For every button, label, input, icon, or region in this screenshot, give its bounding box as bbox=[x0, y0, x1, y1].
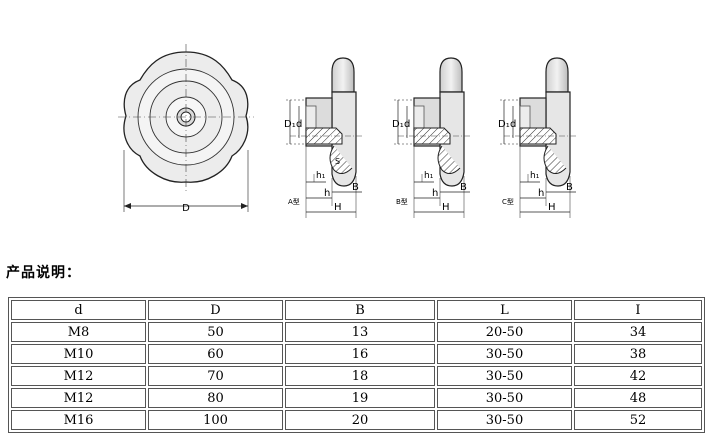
label-h: h bbox=[432, 188, 438, 199]
label-h: h bbox=[324, 188, 330, 199]
table-header-row: d D B L I bbox=[11, 300, 702, 320]
label-B: B bbox=[566, 182, 573, 193]
table-row: M12 80 19 30-50 48 bbox=[11, 388, 702, 408]
side-view-a: D₁ d S h₁ h B H A型 bbox=[284, 57, 365, 219]
side-view-c: D₁ d h₁ h B H C型 bbox=[498, 57, 579, 219]
header-d: d bbox=[11, 300, 146, 320]
cell-B: 16 bbox=[285, 344, 435, 364]
side-view-b: D₁ d h₁ h B H B型 bbox=[392, 57, 473, 219]
label-H: H bbox=[442, 202, 450, 213]
cell-D: 70 bbox=[148, 366, 283, 386]
header-L: L bbox=[437, 300, 572, 320]
section-title: 产品说明： bbox=[6, 265, 81, 281]
cell-L: 30-50 bbox=[437, 410, 572, 430]
type-label-a: A型 bbox=[288, 197, 300, 206]
label-h: h bbox=[538, 188, 544, 199]
header-I: I bbox=[574, 300, 702, 320]
cell-d: M10 bbox=[11, 344, 146, 364]
cell-I: 34 bbox=[574, 322, 702, 342]
spec-table: d D B L I M8 50 13 20-50 34 M10 60 16 30… bbox=[8, 297, 705, 433]
table-row: M12 70 18 30-50 42 bbox=[11, 366, 702, 386]
cell-L: 30-50 bbox=[437, 344, 572, 364]
cell-d: M12 bbox=[11, 366, 146, 386]
table-row: M10 60 16 30-50 38 bbox=[11, 344, 702, 364]
label-H: H bbox=[334, 202, 342, 213]
cell-L: 20-50 bbox=[437, 322, 572, 342]
front-view: D bbox=[118, 44, 254, 214]
dim-label-D: D bbox=[182, 203, 190, 214]
type-label-c: C型 bbox=[502, 197, 514, 206]
label-h1: h₁ bbox=[530, 171, 540, 181]
cell-d: M16 bbox=[11, 410, 146, 430]
cell-B: 20 bbox=[285, 410, 435, 430]
label-s: S bbox=[335, 157, 340, 166]
cell-L: 30-50 bbox=[437, 366, 572, 386]
label-D1: D₁ bbox=[498, 119, 510, 130]
cell-L: 30-50 bbox=[437, 388, 572, 408]
label-D1: D₁ bbox=[284, 119, 296, 130]
table-row: M16 100 20 30-50 52 bbox=[11, 410, 702, 430]
table-row: M8 50 13 20-50 34 bbox=[11, 322, 702, 342]
cell-I: 38 bbox=[574, 344, 702, 364]
technical-drawing: D D₁ d S h₁ h B H A型 D₁ d h₁ h B H B型 D₁… bbox=[118, 44, 579, 219]
cell-I: 48 bbox=[574, 388, 702, 408]
label-h1: h₁ bbox=[424, 171, 434, 181]
cell-D: 100 bbox=[148, 410, 283, 430]
label-d: d bbox=[296, 119, 302, 130]
label-d: d bbox=[404, 119, 410, 130]
cell-d: M12 bbox=[11, 388, 146, 408]
cell-d: M8 bbox=[11, 322, 146, 342]
cell-B: 18 bbox=[285, 366, 435, 386]
cell-D: 80 bbox=[148, 388, 283, 408]
label-h1: h₁ bbox=[316, 171, 326, 181]
type-label-b: B型 bbox=[396, 197, 408, 206]
cell-B: 13 bbox=[285, 322, 435, 342]
header-B: B bbox=[285, 300, 435, 320]
cell-I: 42 bbox=[574, 366, 702, 386]
cell-I: 52 bbox=[574, 410, 702, 430]
cell-D: 50 bbox=[148, 322, 283, 342]
label-B: B bbox=[352, 182, 359, 193]
label-B: B bbox=[460, 182, 467, 193]
cell-D: 60 bbox=[148, 344, 283, 364]
label-d: d bbox=[510, 119, 516, 130]
label-D1: D₁ bbox=[392, 119, 404, 130]
cell-B: 19 bbox=[285, 388, 435, 408]
header-D: D bbox=[148, 300, 283, 320]
label-H: H bbox=[548, 202, 556, 213]
